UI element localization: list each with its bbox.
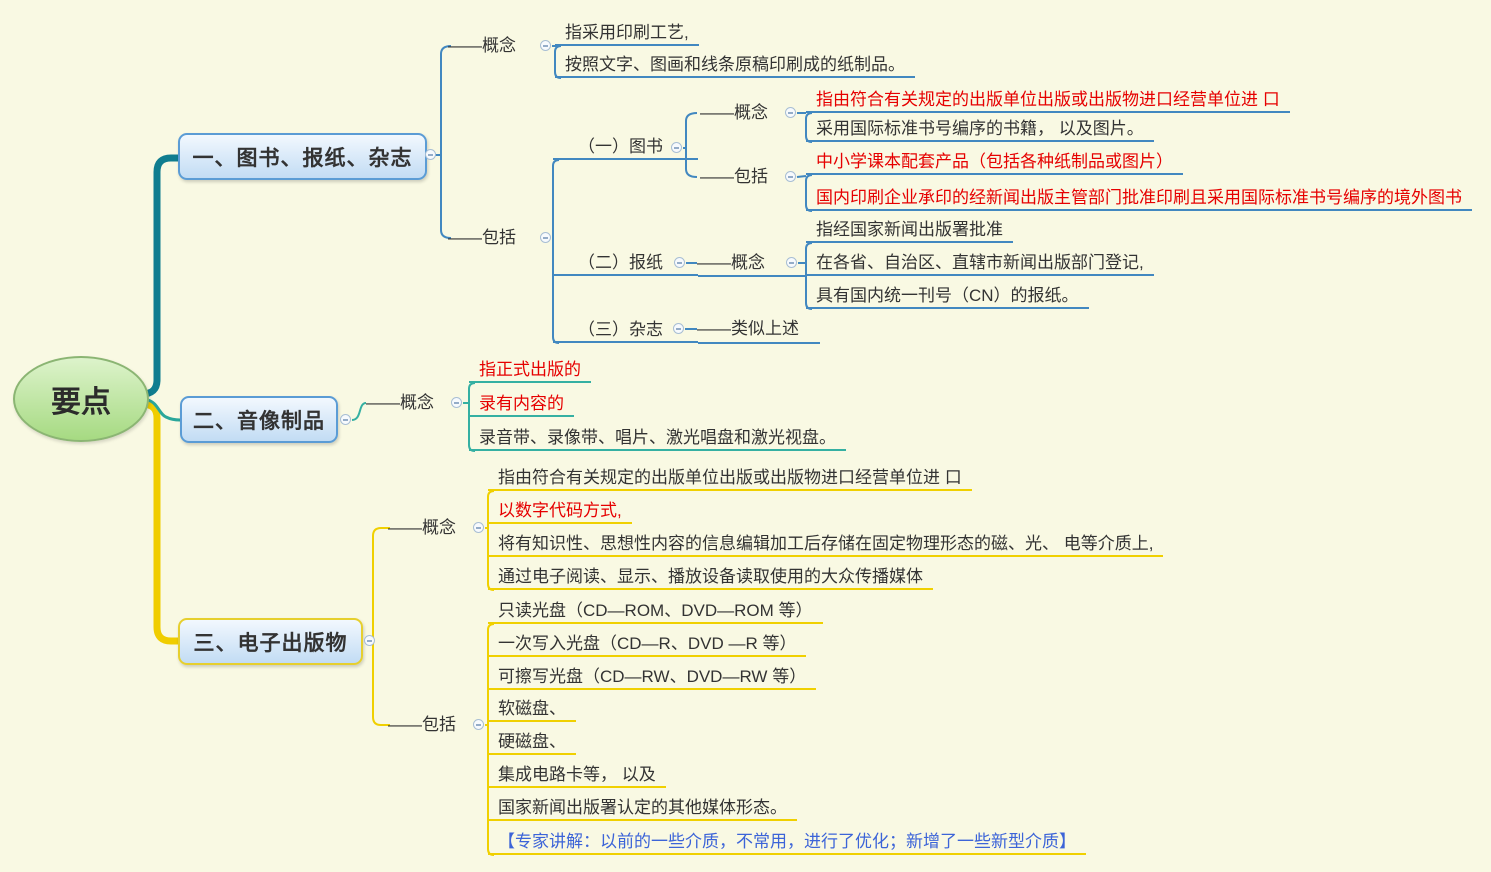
- topic-row[interactable]: 以数字代码方式,: [488, 500, 632, 524]
- minus-glyph: [543, 236, 548, 239]
- collapse-icon[interactable]: [473, 522, 484, 533]
- collapse-icon[interactable]: [671, 142, 682, 153]
- topic-row[interactable]: 录有内容的: [469, 393, 574, 417]
- minus-glyph: [788, 175, 793, 178]
- branch1-concept-label[interactable]: ——概念: [448, 36, 516, 55]
- minus-glyph: [543, 44, 548, 47]
- collapse-icon[interactable]: [540, 40, 551, 51]
- collapse-icon[interactable]: [473, 719, 484, 730]
- topic-row[interactable]: 将有知识性、思想性内容的信息编辑加工后存储在固定物理形态的磁、光、 电等介质上,: [488, 533, 1164, 557]
- main-topic-books-newspapers-magazines[interactable]: 一、图书、报纸、杂志: [178, 133, 427, 180]
- minus-glyph: [677, 261, 682, 264]
- topic-row[interactable]: 具有国内统一刊号（CN）的报纸。: [806, 285, 1089, 309]
- topic-row[interactable]: 指由符合有关规定的出版单位出版或出版物进口经营单位进 口: [488, 467, 972, 491]
- collapse-icon[interactable]: [340, 414, 351, 425]
- minus-glyph: [476, 723, 481, 726]
- branch1-include-label[interactable]: ——包括: [448, 228, 516, 247]
- topic-row[interactable]: 一次写入光盘（CD—R、DVD —R 等）: [488, 633, 807, 657]
- topic-row[interactable]: 采用国际标准书号编序的书籍， 以及图片。: [806, 118, 1154, 142]
- minus-glyph: [428, 153, 433, 156]
- minus-glyph: [674, 146, 679, 149]
- topic-row[interactable]: 通过电子阅读、显示、播放设备读取使用的大众传播媒体: [488, 566, 933, 590]
- subtopic-book[interactable]: （一）图书: [553, 136, 698, 160]
- main-topic-audio-video-products[interactable]: 二、音像制品: [180, 396, 338, 443]
- collapse-icon[interactable]: [425, 149, 436, 160]
- minus-glyph: [789, 261, 794, 264]
- collapse-icon[interactable]: [785, 171, 796, 182]
- topic-row[interactable]: 在各省、自治区、直辖市新闻出版部门登记,: [806, 252, 1154, 276]
- topic-row[interactable]: 录音带、录像带、唱片、激光唱盘和激光视盘。: [469, 427, 846, 451]
- newspaper-concept-label[interactable]: ——概念: [697, 253, 765, 272]
- topic-row[interactable]: 只读光盘（CD—ROM、DVD—ROM 等）: [488, 600, 823, 624]
- magazine-note-label[interactable]: ——类似上述: [697, 319, 799, 338]
- minus-glyph: [454, 401, 459, 404]
- topic-row[interactable]: 集成电路卡等， 以及: [488, 764, 666, 788]
- collapse-icon[interactable]: [673, 323, 684, 334]
- collapse-icon[interactable]: [786, 257, 797, 268]
- topic-row[interactable]: 指经国家新闻出版署批准: [806, 219, 1013, 243]
- topic-row[interactable]: 硬磁盘、: [488, 731, 576, 755]
- minus-glyph: [343, 418, 348, 421]
- topic-row[interactable]: 【专家讲解：以前的一些介质，不常用，进行了优化；新增了一些新型介质】: [488, 831, 1086, 855]
- topic-row[interactable]: 中小学课本配套产品（包括各种纸制品或图片）: [806, 151, 1183, 175]
- topic-row[interactable]: 国内印刷企业承印的经新闻出版主管部门批准印刷且采用国际标准书号编序的境外图书: [806, 187, 1472, 211]
- topic-row[interactable]: 可擦写光盘（CD—RW、DVD—RW 等）: [488, 666, 817, 690]
- collapse-icon[interactable]: [785, 107, 796, 118]
- minus-glyph: [367, 639, 372, 642]
- subtopic-magazine[interactable]: （三）杂志: [553, 319, 698, 343]
- minus-glyph: [676, 327, 681, 330]
- book-include-label[interactable]: ——包括: [700, 167, 768, 186]
- topic-row[interactable]: 指采用印刷工艺,: [555, 22, 699, 46]
- collapse-icon[interactable]: [451, 397, 462, 408]
- topic-row[interactable]: 指正式出版的: [469, 359, 591, 383]
- minus-glyph: [476, 526, 481, 529]
- topic-row[interactable]: 指由符合有关规定的出版单位出版或出版物进口经营单位进 口: [806, 89, 1290, 113]
- topic-row[interactable]: 软磁盘、: [488, 698, 576, 722]
- topic-row[interactable]: 按照文字、图画和线条原稿印刷成的纸制品。: [555, 54, 915, 78]
- branch3-include-label[interactable]: ——包括: [388, 715, 456, 734]
- branch2-concept-label[interactable]: ——概念: [366, 393, 434, 412]
- collapse-icon[interactable]: [364, 635, 375, 646]
- subtopic-newspaper[interactable]: （二）报纸: [553, 252, 698, 276]
- collapse-icon[interactable]: [674, 257, 685, 268]
- topic-row[interactable]: 国家新闻出版署认定的其他媒体形态。: [488, 797, 797, 821]
- main-topic-electronic-publications[interactable]: 三、电子出版物: [178, 618, 363, 665]
- collapse-icon[interactable]: [540, 232, 551, 243]
- minus-glyph: [788, 111, 793, 114]
- book-concept-label[interactable]: ——概念: [700, 103, 768, 122]
- branch3-concept-label[interactable]: ——概念: [388, 518, 456, 537]
- central-topic[interactable]: 要点: [13, 356, 149, 442]
